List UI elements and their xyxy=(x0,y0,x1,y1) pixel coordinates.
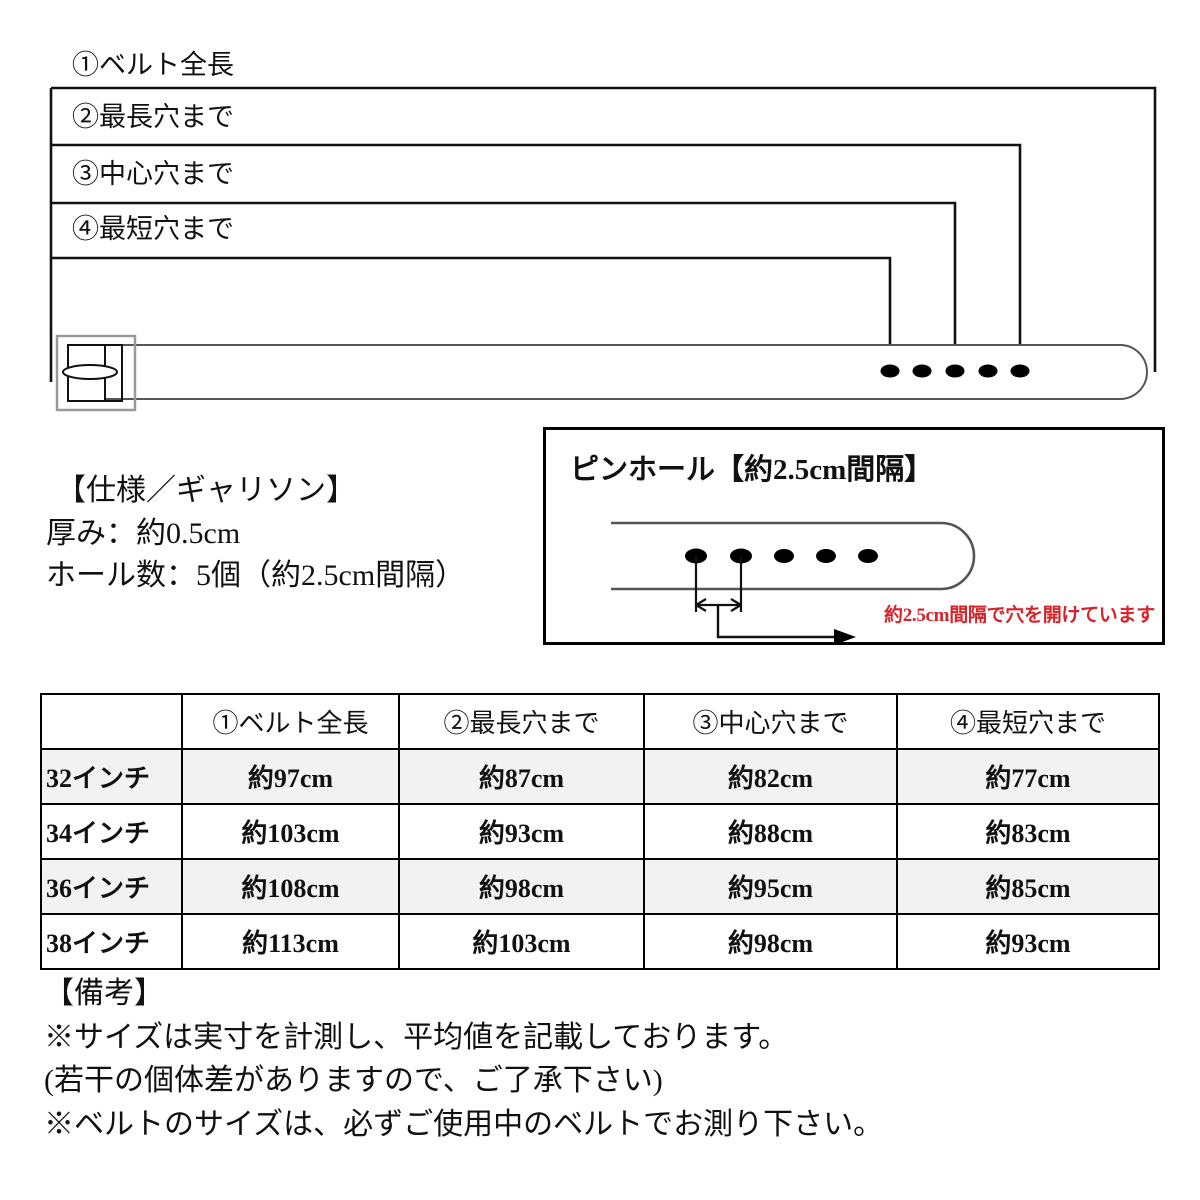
table-cell-total-length: 約103cm xyxy=(181,803,400,860)
belt-hole xyxy=(880,364,900,378)
buckle-outer-frame xyxy=(55,334,137,412)
belt-diagram-svg xyxy=(49,86,1157,412)
table-cell-center-hole: 約98cm xyxy=(643,913,898,970)
note-line-3: ※ベルトのサイズは、必ずご使用中のベルトでお測り下さい。 xyxy=(44,1107,884,1141)
measure-line-center-hole xyxy=(51,201,957,378)
arrow-head-right-icon xyxy=(730,598,742,612)
belt-hole xyxy=(912,364,932,378)
spec-title: 【仕様／ギャリソン】 xyxy=(56,474,356,507)
belt-measurement-diagram: ①ベルト全長 ②最長穴まで ③中心穴まで ④最短穴まで xyxy=(0,0,1200,420)
table-cell-shortest-hole: 約93cm xyxy=(896,913,1160,970)
table-header-size xyxy=(40,693,183,750)
note-line-1: ※サイズは実寸を計測し、平均値を記載しております。 xyxy=(44,1020,789,1054)
table-row: 38インチ 約113cm 約103cm 約98cm 約93cm xyxy=(40,913,1160,970)
table-cell-total-length: 約108cm xyxy=(181,858,400,915)
pinhole-detail-svg xyxy=(611,521,976,642)
belt-strap-body xyxy=(104,344,1148,400)
belt-hole xyxy=(945,364,965,378)
measure-label-center-hole: ③中心穴まで xyxy=(72,159,234,189)
pinhole-detail-box: ピンホール【約2.5cm間隔】 約2.5cm間隔で穴を開けています xyxy=(543,427,1165,645)
notes-block: 【備考】 ※サイズは実寸を計測し、平均値を記載しております。 (若干の個体差があ… xyxy=(44,972,1164,1146)
table-cell-shortest-hole: 約85cm xyxy=(896,858,1160,915)
table-header-row: ①ベルト全長 ②最長穴まで ③中心穴まで ④最短穴まで xyxy=(40,693,1160,750)
measure-label-shortest-hole: ④最短穴まで xyxy=(72,214,234,244)
pinhole-note-text: 約2.5cm間隔で穴を開けています xyxy=(884,605,1155,626)
measure-label-total-length: ①ベルト全長 xyxy=(72,50,234,80)
table-row: 34インチ 約103cm 約93cm 約88cm 約83cm xyxy=(40,803,1160,860)
table-cell-center-hole: 約82cm xyxy=(643,748,898,805)
pinhole-box-title: ピンホール【約2.5cm間隔】 xyxy=(570,454,934,486)
pinhole-callout-leader xyxy=(716,605,834,639)
table-cell-longest-hole: 約87cm xyxy=(398,748,645,805)
pinhole-dot xyxy=(858,549,878,563)
table-cell-shortest-hole: 約77cm xyxy=(896,748,1160,805)
spec-thickness: 厚み：約0.5cm xyxy=(46,516,241,550)
table-header-shortest-hole: ④最短穴まで xyxy=(896,693,1160,750)
spec-block: 【仕様／ギャリソン】 厚み：約0.5cm ホール数：5個（約2.5cm間隔） xyxy=(46,470,546,598)
notes-title: 【備考】 xyxy=(44,977,164,1010)
note-line-2: (若干の個体差がありますので、ご了承下さい) xyxy=(44,1064,663,1097)
size-table: ①ベルト全長 ②最長穴まで ③中心穴まで ④最短穴まで 32インチ 約97cm … xyxy=(40,693,1160,970)
table-cell-size: 38インチ xyxy=(40,913,183,970)
pinhole-belt-strap xyxy=(611,521,976,591)
measure-line-longest-hole xyxy=(51,143,1022,378)
belt-hole xyxy=(978,364,998,378)
table-cell-size: 36インチ xyxy=(40,858,183,915)
pinhole-dot xyxy=(816,549,836,563)
measure-label-longest-hole: ②最長穴まで xyxy=(72,102,234,132)
table-row: 32インチ 約97cm 約87cm 約82cm 約77cm xyxy=(40,748,1160,805)
buckle-bar xyxy=(62,364,118,380)
table-cell-center-hole: 約95cm xyxy=(643,858,898,915)
table-cell-size: 34インチ xyxy=(40,803,183,860)
pinhole-dot xyxy=(774,549,794,563)
table-header-longest-hole: ②最長穴まで xyxy=(398,693,645,750)
table-cell-size: 32インチ xyxy=(40,748,183,805)
spec-hole-count: ホール数：5個（約2.5cm間隔） xyxy=(46,559,466,593)
measure-line-total-length xyxy=(51,86,1157,372)
table-cell-longest-hole: 約93cm xyxy=(398,803,645,860)
table-cell-shortest-hole: 約83cm xyxy=(896,803,1160,860)
table-cell-total-length: 約113cm xyxy=(181,913,400,970)
table-header-center-hole: ③中心穴まで xyxy=(643,693,898,750)
arrow-head-left-icon xyxy=(695,598,707,612)
table-cell-total-length: 約97cm xyxy=(181,748,400,805)
table-row: 36インチ 約108cm 約98cm 約95cm 約85cm xyxy=(40,858,1160,915)
table-header-total-length: ①ベルト全長 xyxy=(181,693,400,750)
table-cell-longest-hole: 約98cm xyxy=(398,858,645,915)
belt-hole xyxy=(1010,364,1030,378)
measure-line-shortest-hole xyxy=(51,256,892,378)
table-cell-center-hole: 約88cm xyxy=(643,803,898,860)
callout-arrow-icon xyxy=(834,629,856,642)
table-cell-longest-hole: 約103cm xyxy=(398,913,645,970)
